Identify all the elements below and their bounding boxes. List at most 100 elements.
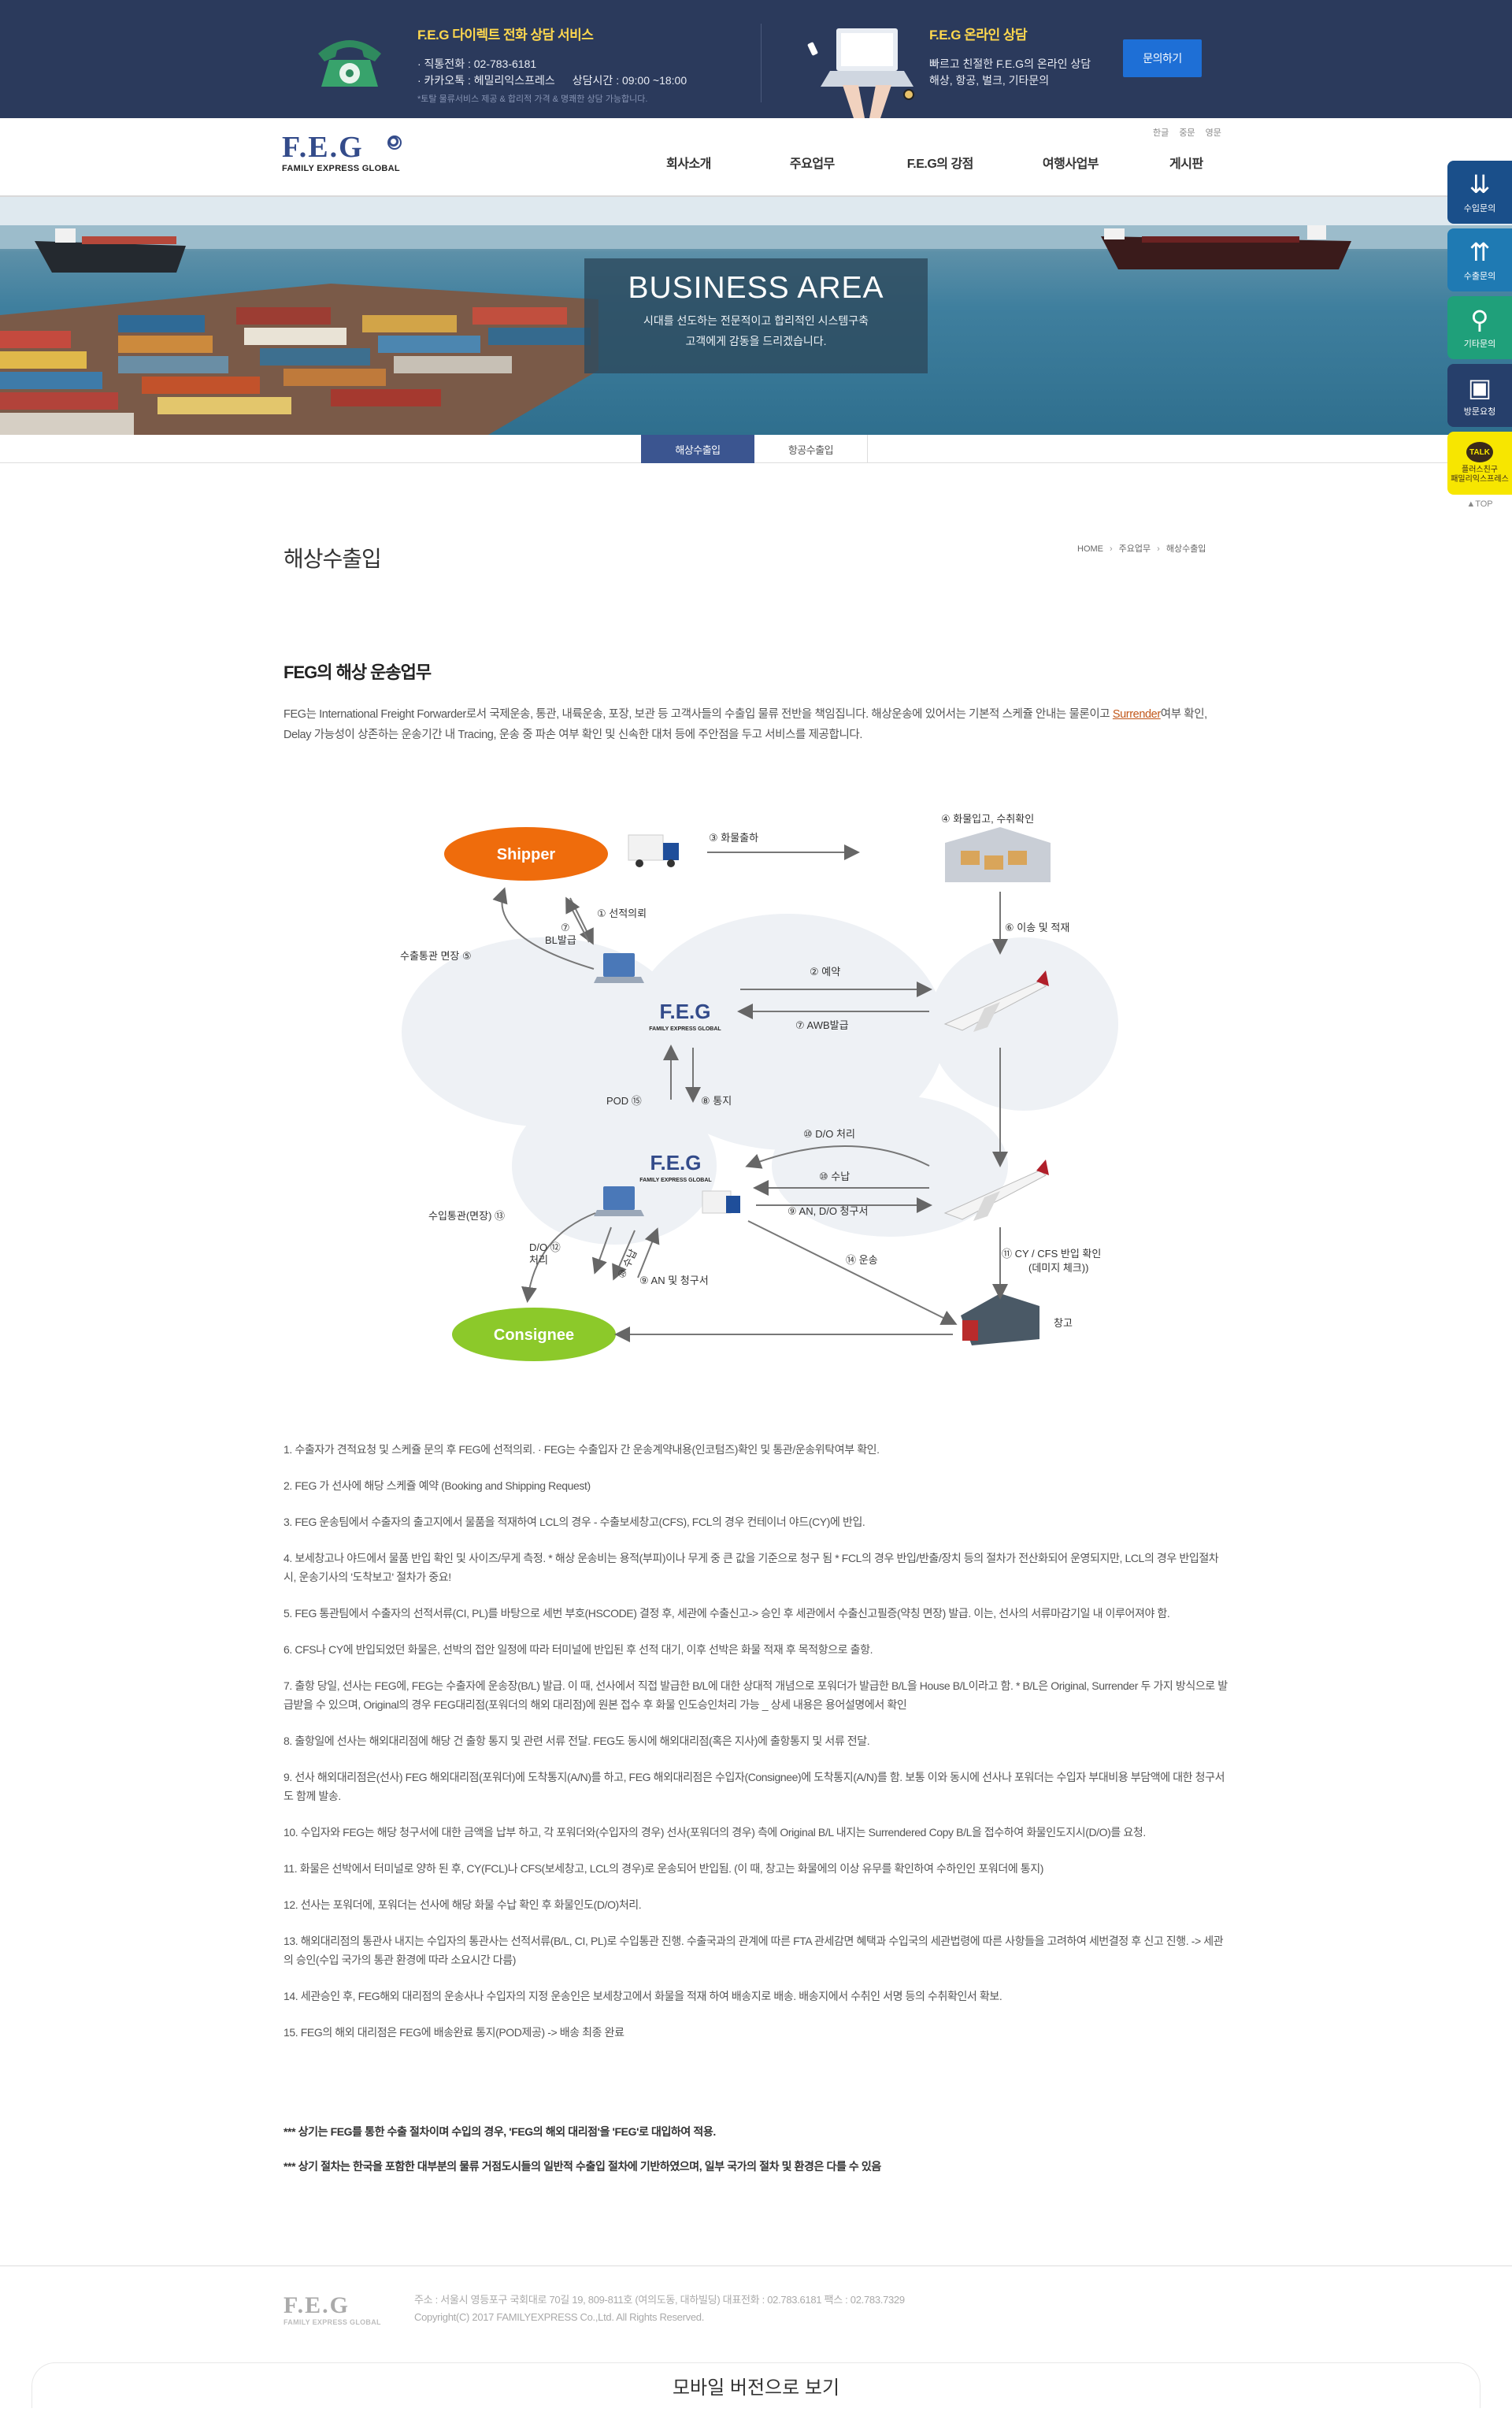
chevron-right-icon: ›: [1110, 544, 1113, 554]
step-5-label: 수출통관 면장 ⑤: [400, 950, 472, 962]
step-14-label: ⑭ 운송: [846, 1254, 878, 1266]
import-icon: ⇊: [1469, 170, 1491, 199]
sub-tabs: 해상수출입 항공수출입: [0, 435, 1512, 463]
quick-visit-label: 방문요청: [1463, 407, 1496, 417]
kakaotalk-icon: TALK: [1466, 442, 1493, 462]
tab-air-freight[interactable]: 항공수출입: [754, 435, 868, 463]
step-item: 7. 출항 당일, 선사는 FEG에, FEG는 수출자에 운송장(B/L) 발…: [284, 1679, 1228, 1711]
lang-chinese[interactable]: 중문: [1179, 128, 1195, 138]
online-consult-line2: 해상, 항공, 벌크, 기타문의: [929, 74, 1050, 87]
quick-visit-request[interactable]: ▣ 방문요청: [1447, 364, 1512, 427]
breadcrumb-current: 해상수출입: [1166, 544, 1206, 554]
language-switcher: 한글 중문 영문: [1153, 126, 1229, 139]
page-title: 해상수출입: [284, 547, 382, 571]
step-item: 2. FEG 가 선사에 해당 스케쥴 예약 (Booking and Ship…: [284, 1479, 591, 1492]
logo-subtext: FAMILY EXPRESS GLOBAL: [282, 164, 400, 173]
tab-sea-freight[interactable]: 해상수출입: [641, 435, 754, 463]
sea-freight-process-diagram: Shipper Consignee: [378, 796, 1134, 1363]
note-item: *** 상기 절차는 한국을 포함한 대부분의 물류 거점도시들의 일반적 수출…: [284, 2160, 881, 2173]
pod-label: POD ⑮: [606, 1095, 642, 1107]
consignee-node: [452, 1308, 616, 1361]
top-contact-bar: F.E.G 다이렉트 전화 상담 서비스 · 직통전화 : 02-783-618…: [0, 0, 1512, 118]
step-7c-label: ⑦ AWB발급: [795, 1019, 849, 1031]
airplane-icon: [943, 1160, 1049, 1221]
step-item: 9. 선사 해외대리점은(선사) FEG 해외대리점(포워더)에 도착통지(A/…: [284, 1771, 1225, 1802]
step-item: 11. 화물은 선박에서 터미널로 양하 된 후, CY(FCL)나 CFS(보…: [284, 1862, 1044, 1875]
quick-import-inquiry[interactable]: ⇊ 수입문의: [1447, 161, 1512, 224]
step-item: 6. CFS나 CY에 반입되었던 화물은, 선박의 접안 일정에 따라 터미널…: [284, 1643, 873, 1656]
feg-hub-bottom: F.E.G FAMILY EXPRESS GLOBAL: [594, 1151, 740, 1216]
footer-address: 주소 : 서울시 영등포구 국회대로 70길 19, 809-811호 (여의도…: [414, 2294, 905, 2306]
step-2-label: ② 예약: [810, 966, 840, 978]
warehouse-label: 창고: [1054, 1317, 1073, 1329]
quick-other-label: 기타문의: [1463, 340, 1496, 349]
intro-text-b: 여부 확인, Delay 가능성이 상존하는 운송기간 내 Tracing, 운…: [284, 708, 1207, 741]
breadcrumb-home[interactable]: HOME: [1077, 544, 1103, 554]
step-12a-label: D/O ⑫: [529, 1241, 561, 1253]
breadcrumb: HOME›주요업무›해상수출입: [1077, 542, 1206, 555]
hero-text-panel: BUSINESS AREA 시대를 선도하는 전문적이고 합리적인 시스템구축 …: [584, 258, 928, 373]
export-icon: ⇈: [1469, 238, 1491, 266]
online-consult-title: F.E.G 온라인 상담: [929, 28, 1028, 43]
intro-text-a: FEG는 International Freight Forwarder로서 국…: [284, 708, 1113, 721]
step-13-label: 수입통관(면장) ⑬: [428, 1210, 505, 1222]
step-8-label: ⑧ 통지: [701, 1095, 732, 1107]
service-note: *토탈 물류서비스 제공 & 합리적 가격 & 명쾌한 상담 가능합니다.: [417, 95, 648, 104]
step-6-label: ⑥ 이송 및 적재: [1005, 922, 1069, 933]
nav-company[interactable]: 회사소개: [666, 158, 711, 171]
scroll-top-button[interactable]: ▲TOP: [1466, 499, 1493, 509]
consignee-label: Consignee: [494, 1327, 574, 1344]
quick-export-label: 수출문의: [1463, 272, 1496, 281]
site-header: F.E.G FAMILY EXPRESS GLOBAL 한글 중문 영문 회사소…: [0, 118, 1512, 197]
quick-kakaotalk[interactable]: TALK 플러스친구 패밀리익스프레스: [1447, 432, 1512, 495]
step-item: 10. 수입자와 FEG는 해당 청구서에 대한 금액을 납부 하고, 각 포워…: [284, 1826, 1146, 1839]
truck-icon: [628, 834, 679, 867]
quick-import-label: 수입문의: [1463, 204, 1496, 213]
step-3-label: ③ 화물출하: [709, 832, 758, 844]
port-scene-image: [0, 197, 1512, 435]
breadcrumb-business[interactable]: 주요업무: [1118, 544, 1151, 554]
step-10b-label: ⑩ 수납: [819, 1171, 850, 1182]
consult-hours: 상담시간 : 09:00 ~18:00: [572, 74, 687, 87]
step-item: 4. 보세창고나 야드에서 물품 반입 확인 및 사이즈/무게 측정. * 해상…: [284, 1552, 1219, 1583]
kakao-channel-label: 패밀리익스프레스: [1451, 475, 1509, 484]
feg-logo-top: F.E.G: [659, 1000, 710, 1023]
footer-logo-text: F.E.G: [284, 2292, 350, 2318]
online-consult-line1: 빠르고 친절한 F.E.G의 온라인 상담: [929, 58, 1091, 70]
nav-board[interactable]: 게시판: [1169, 158, 1203, 171]
world-map-backdrop: [402, 914, 1118, 1245]
mobile-version-button[interactable]: 모바일 버전으로 보기: [32, 2362, 1480, 2408]
nav-travel[interactable]: 여행사업부: [1042, 158, 1099, 171]
laptop-consult-icon: [807, 28, 914, 118]
feg-sub-top: FAMILY EXPRESS GLOBAL: [649, 1026, 721, 1032]
direct-call-title: F.E.G 다이렉트 전화 상담 서비스: [417, 28, 594, 43]
note-item: *** 상기는 FEG를 통한 수출 절차이며 수입의 경우, 'FEG의 해외…: [284, 2125, 716, 2138]
footer-logo: F.E.G FAMILY EXPRESS GLOBAL: [284, 2293, 386, 2332]
hero-title: BUSINESS AREA: [628, 271, 884, 305]
step-item: 8. 출항일에 선사는 해외대리점에 해당 건 출항 통지 및 관련 서류 전달…: [284, 1735, 870, 1747]
quick-menu: ⇊ 수입문의 ⇈ 수출문의 ⚲ 기타문의 ▣ 방문요청 TALK 플러스친구 패…: [1447, 161, 1512, 509]
step-10a-label: ⑩ D/O 처리: [803, 1128, 855, 1140]
step-11a-label: ⑪ CY / CFS 반입 확인: [1002, 1248, 1101, 1260]
quick-export-inquiry[interactable]: ⇈ 수출문의: [1447, 228, 1512, 291]
shipper-node: [444, 827, 608, 881]
hero-line2: 고객에게 감동을 드리겠습니다.: [685, 335, 827, 347]
step-10c-label: ⑩ 수납: [615, 1247, 639, 1280]
inquiry-button[interactable]: 문의하기: [1123, 39, 1202, 77]
site-logo[interactable]: F.E.G FAMILY EXPRESS GLOBAL: [282, 131, 416, 183]
footer-info: 주소 : 서울시 영등포구 국회대로 70길 19, 809-811호 (여의도…: [414, 2291, 905, 2326]
topbar-divider: [761, 24, 762, 102]
kakao-plus-label: 플러스친구: [1462, 466, 1498, 474]
lang-korean[interactable]: 한글: [1153, 128, 1169, 138]
phone-number: · 직통전화 : 02-783-6181: [417, 58, 537, 70]
step-9b-label: ⑨ AN 및 청구서: [639, 1275, 709, 1286]
nav-strengths[interactable]: F.E.G의 강점: [906, 158, 974, 171]
quick-other-inquiry[interactable]: ⚲ 기타문의: [1447, 296, 1512, 359]
search-icon: ⚲: [1470, 306, 1489, 334]
site-footer: F.E.G FAMILY EXPRESS GLOBAL 주소 : 서울시 영등포…: [0, 2265, 1512, 2412]
surrender-link[interactable]: Surrender: [1112, 708, 1161, 721]
step-item: 13. 해외대리점의 통관사 내지는 수입자의 통관사는 선적서류(B/L, C…: [284, 1935, 1224, 1966]
nav-business[interactable]: 주요업무: [789, 158, 835, 171]
kakao-id: · 카카오톡 : 헤밀리익스프레스: [417, 74, 555, 87]
lang-english[interactable]: 영문: [1205, 128, 1221, 138]
